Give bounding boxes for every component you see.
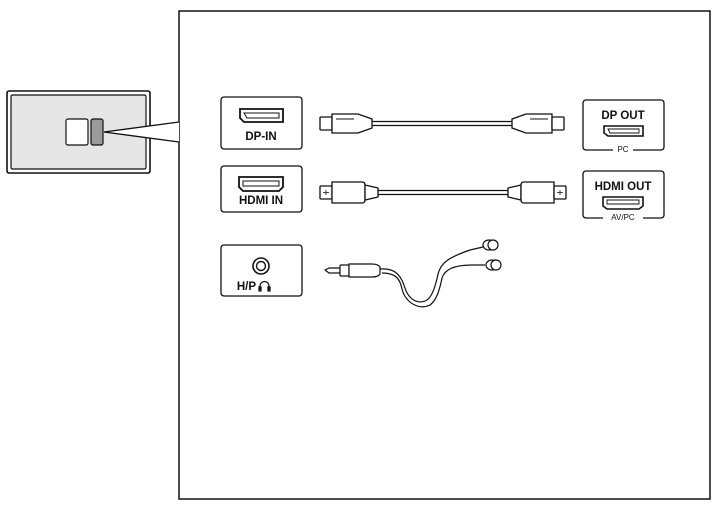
dp-in-label: DP-IN <box>245 131 276 143</box>
hdmi-connector-icon <box>602 196 644 210</box>
hdmi-connector-icon <box>238 176 284 192</box>
hdmi-cable <box>319 181 567 204</box>
usb-icon <box>323 190 329 195</box>
usb-icon <box>557 190 563 195</box>
displayport-icon <box>239 108 284 123</box>
headphone-label: H/P <box>237 281 257 293</box>
displayport-icon <box>603 125 644 137</box>
hdmi-in-label: HDMI IN <box>239 195 283 207</box>
displayport-cable <box>319 113 565 134</box>
headphones-icon <box>258 280 271 292</box>
monitor-thumbnail <box>6 90 151 174</box>
hdmi-in-port: HDMI IN <box>220 165 303 213</box>
hdmi-out-label: HDMI OUT <box>595 181 652 193</box>
port-block-outline <box>65 118 89 146</box>
hdmi-out-port: HDMI OUT AV/PC <box>582 170 665 222</box>
hdmi-out-sublabel: AV/PC <box>611 213 635 222</box>
callout-wedge <box>103 121 180 143</box>
dp-in-port: DP-IN <box>220 96 303 150</box>
dp-out-label: DP OUT <box>601 110 644 122</box>
dp-out-port: DP OUT PC <box>582 99 665 154</box>
dp-out-sublabel: PC <box>617 145 628 154</box>
headphone-port: H/P <box>220 244 303 297</box>
y-splitter-audio-cable <box>323 239 502 308</box>
port-block-highlighted <box>90 118 104 146</box>
audio-jack-icon <box>252 257 270 275</box>
